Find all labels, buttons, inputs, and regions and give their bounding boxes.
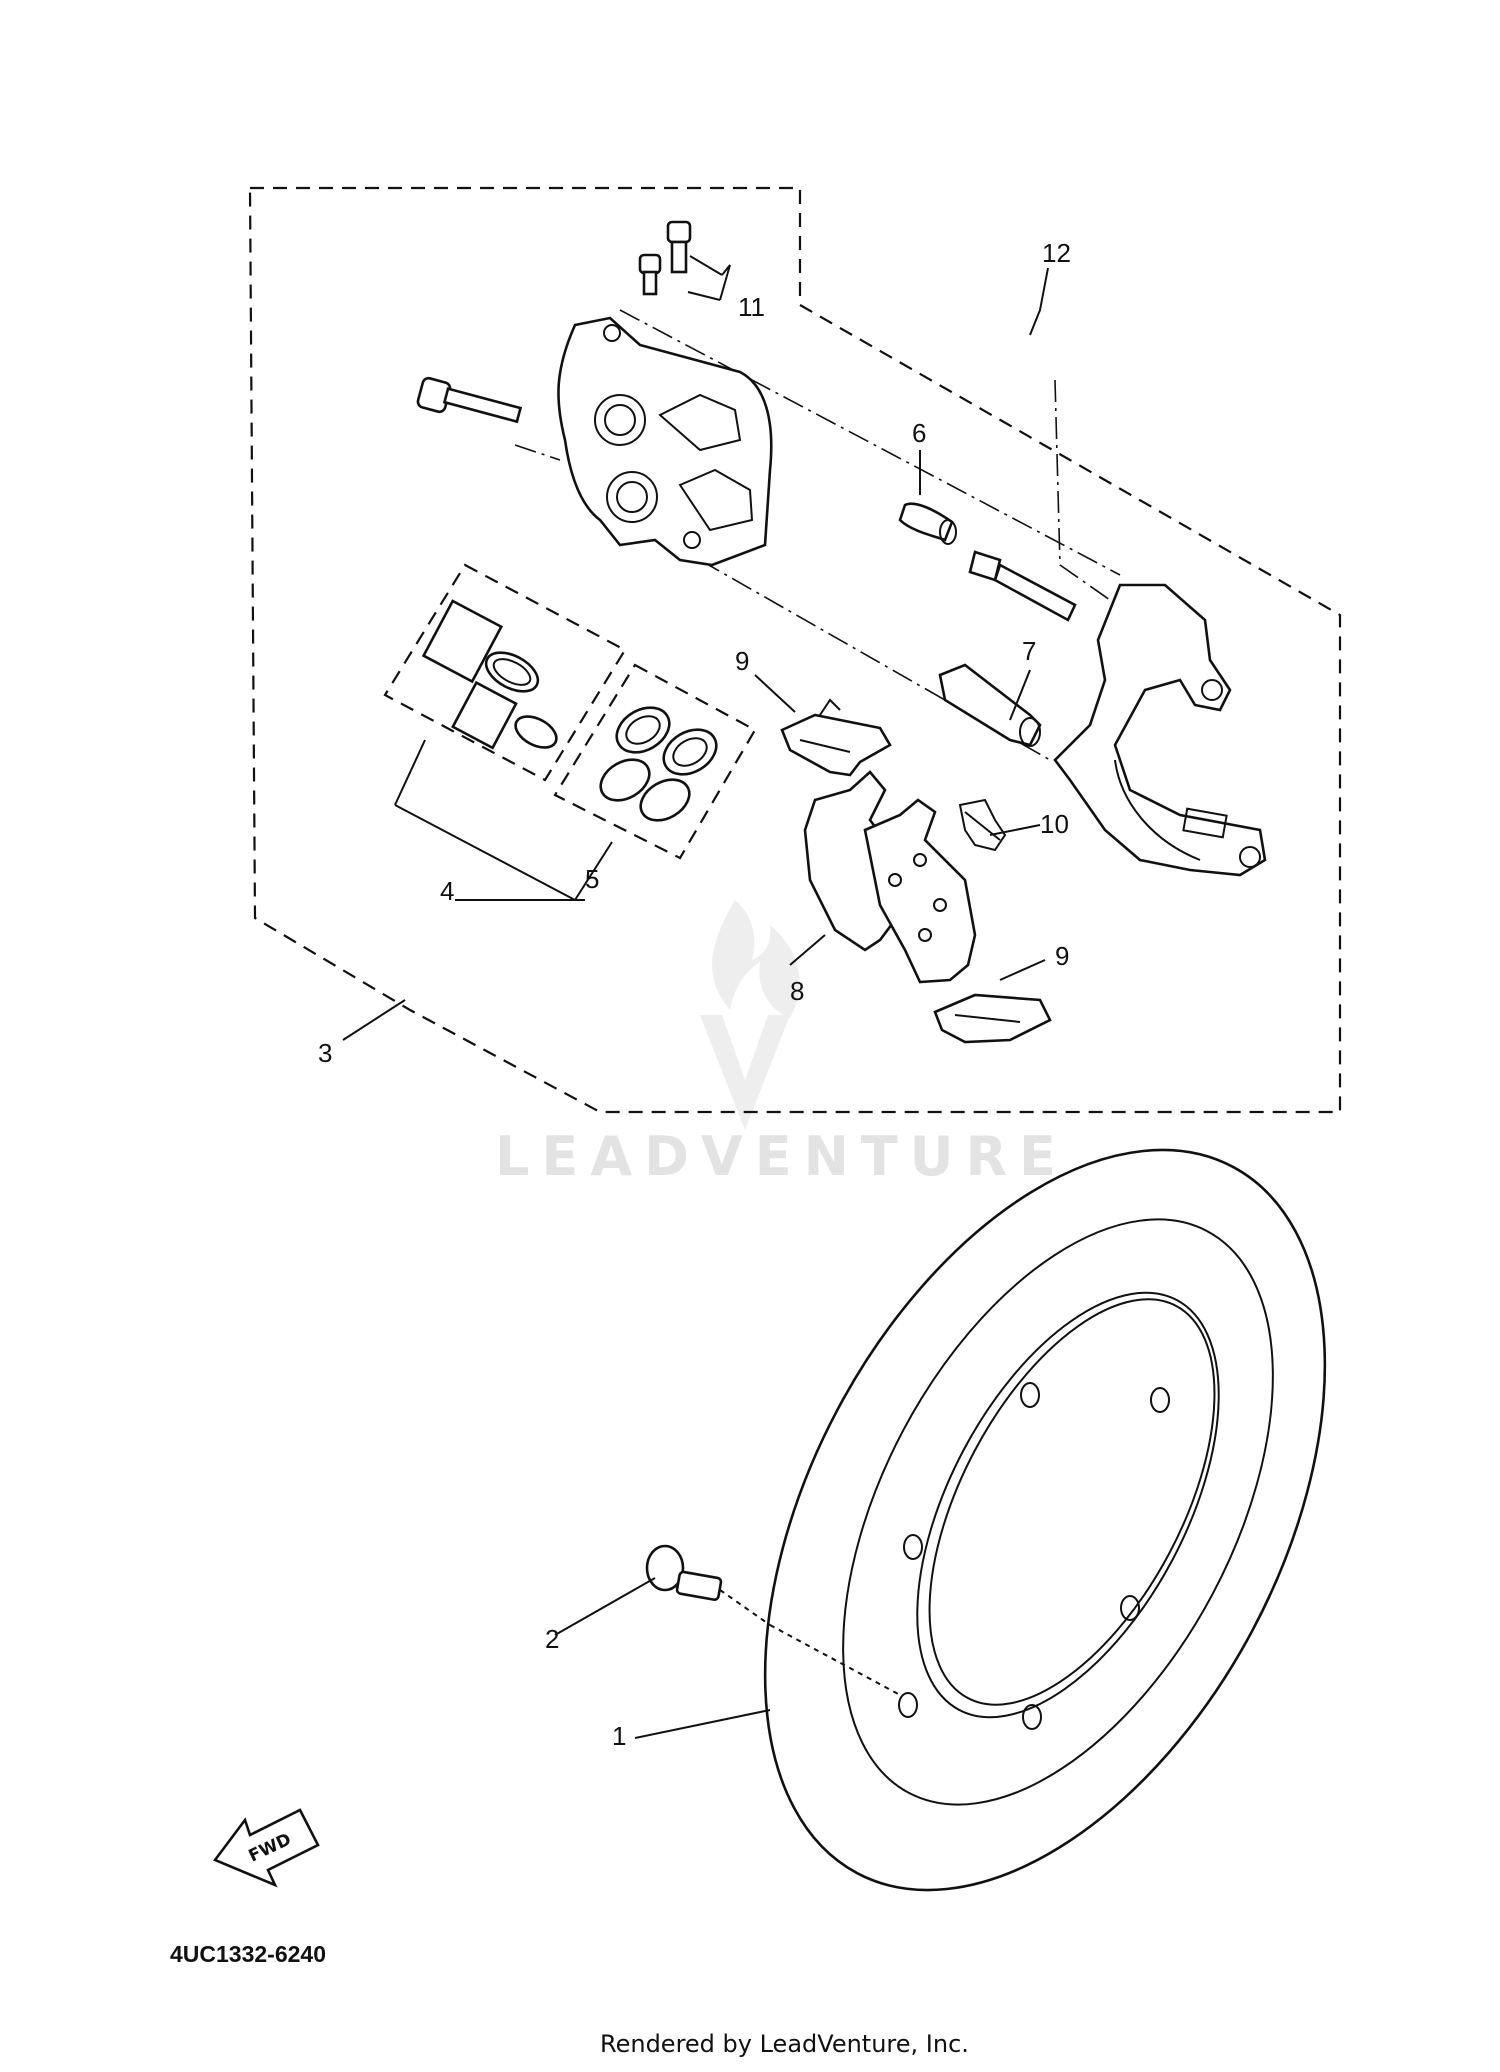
slide-pin bbox=[938, 663, 1042, 747]
callout-5: 5 bbox=[585, 864, 599, 894]
callout-3: 3 bbox=[318, 1038, 332, 1068]
callout-2: 2 bbox=[545, 1624, 559, 1654]
boot bbox=[898, 502, 957, 545]
callout-9-lower: 9 bbox=[1055, 941, 1069, 971]
callout-9-upper: 9 bbox=[735, 646, 749, 676]
watermark-logo-icon bbox=[700, 900, 800, 1130]
brake-pad-kit bbox=[803, 770, 977, 984]
callout-12: 12 bbox=[1042, 238, 1071, 268]
axis-line-12 bbox=[1054, 379, 1111, 601]
callout-1: 1 bbox=[612, 1721, 626, 1751]
slide-pin-short bbox=[968, 550, 1077, 622]
callout-11: 11 bbox=[738, 292, 765, 322]
forward-arrow-icon: FWD bbox=[212, 1808, 320, 1888]
footer-credit: Rendered by LeadVenture, Inc. bbox=[600, 2030, 969, 2058]
bleed-screw bbox=[638, 220, 731, 301]
brake-disc bbox=[763, 1148, 1327, 1892]
axis-line-bolt bbox=[514, 444, 561, 461]
callout-8: 8 bbox=[790, 976, 804, 1006]
watermark-text: LEADVENTURE bbox=[495, 1125, 1068, 1188]
caliper-assembly-boundary bbox=[248, 186, 1342, 1114]
caliper-bolt bbox=[416, 376, 523, 424]
diagram-code: 4UC1332-6240 bbox=[170, 1941, 326, 1967]
axis-line-upper bbox=[619, 309, 1121, 576]
caliper-body bbox=[557, 316, 773, 567]
pad-spring bbox=[958, 798, 1007, 852]
leader-lines bbox=[342, 267, 1049, 1739]
callout-4: 4 bbox=[440, 876, 454, 906]
seal-kit bbox=[553, 663, 757, 860]
callout-7: 7 bbox=[1022, 636, 1036, 666]
callout-6: 6 bbox=[912, 418, 926, 448]
disc-bolt bbox=[645, 1544, 901, 1696]
pad-support-lower bbox=[933, 993, 1052, 1044]
pad-support-upper bbox=[780, 698, 892, 777]
caliper-bracket bbox=[1053, 583, 1267, 877]
watermark: LEADVENTURE bbox=[495, 900, 1068, 1188]
callout-10: 10 bbox=[1040, 809, 1069, 839]
piston-set bbox=[383, 563, 627, 782]
callouts: 1 2 3 4 5 6 7 8 9 9 10 11 12 bbox=[318, 238, 1071, 1751]
